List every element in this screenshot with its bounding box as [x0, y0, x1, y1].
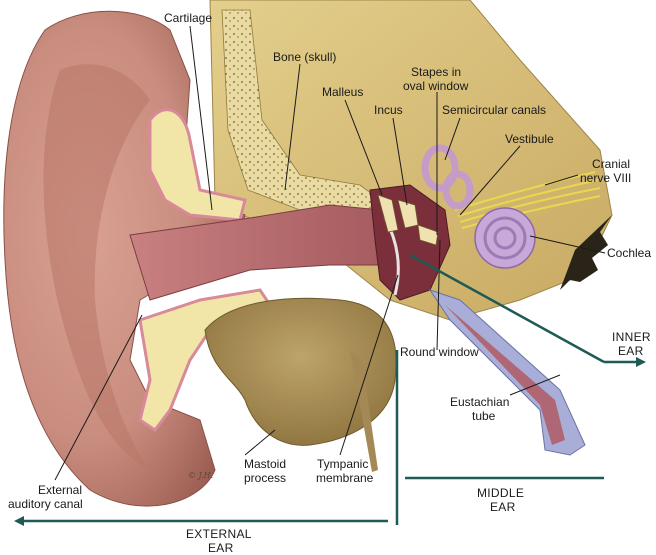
label-external-canal-2: auditory canal	[8, 497, 83, 511]
ossicles	[377, 194, 439, 246]
label-incus: Incus	[374, 103, 403, 117]
label-external-ear-1: EXTERNAL	[186, 527, 252, 541]
cartilage-lower	[138, 288, 273, 433]
label-tympanic-2: membrane	[316, 471, 374, 485]
label-semicircular-canals: Semicircular canals	[442, 103, 546, 117]
cartilage-upper	[148, 108, 247, 222]
label-cochlea: Cochlea	[607, 246, 651, 260]
label-middle-ear-2: EAR	[490, 500, 516, 514]
leader-lines	[54, 25, 606, 481]
label-stapes-1: Stapes in	[411, 65, 461, 79]
artist-signature: © J.H.	[188, 471, 213, 480]
label-eustachian-1: Eustachian	[450, 395, 509, 409]
eustachian-tube-inner	[445, 305, 565, 445]
label-tympanic-1: Tympanic	[317, 457, 368, 471]
label-mastoid-1: Mastoid	[244, 457, 286, 471]
label-bone-skull: Bone (skull)	[273, 50, 336, 64]
semicircular-canals-shape	[421, 144, 474, 210]
label-malleus: Malleus	[322, 85, 363, 99]
label-external-ear-2: EAR	[208, 541, 234, 555]
label-eustachian-2: tube	[472, 409, 496, 423]
cranial-nerve-bundle	[454, 171, 601, 229]
label-cranial-nerve-2: nerve VIII	[580, 171, 631, 185]
label-round-window: Round window	[400, 345, 479, 359]
label-inner-ear-2: EAR	[618, 344, 644, 358]
styloid-process	[350, 350, 378, 472]
label-vestibule: Vestibule	[505, 132, 554, 146]
auricle-fold	[43, 64, 150, 471]
label-mastoid-2: process	[244, 471, 286, 485]
label-cartilage: Cartilage	[164, 11, 212, 25]
label-stapes-2: oval window	[403, 79, 469, 93]
label-external-canal-1: External	[38, 483, 82, 497]
section-brackets	[14, 253, 646, 526]
bone-cut-edge	[560, 215, 612, 290]
cochlea-shape	[474, 207, 536, 269]
mastoid-process	[204, 297, 397, 446]
label-cranial-nerve-1: Cranial	[592, 157, 630, 171]
label-inner-ear-1: INNER	[612, 330, 651, 344]
label-middle-ear-1: MIDDLE	[477, 486, 524, 500]
